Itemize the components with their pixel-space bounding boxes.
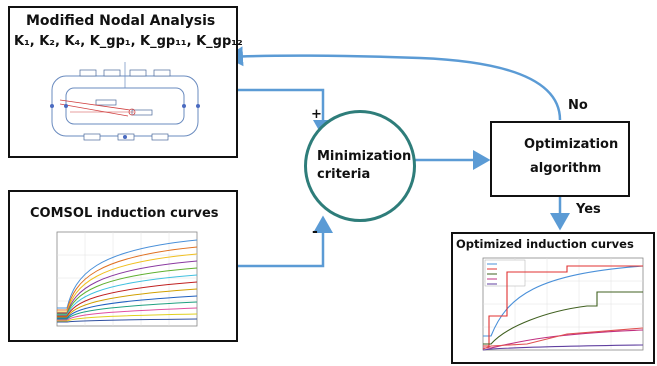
- minus-label: -: [312, 224, 318, 240]
- optimized-curves-plot: [482, 257, 644, 351]
- optimized-box: Optimized induction curves: [451, 232, 655, 364]
- optimization-box: Optimization algorithm: [490, 121, 630, 197]
- comsol-title: COMSOL induction curves: [30, 206, 219, 221]
- arrow-mna-to-min: [237, 88, 333, 138]
- arrow-opt-no-feedback: [225, 46, 562, 121]
- yes-label: Yes: [576, 202, 601, 217]
- comsol-box: COMSOL induction curves: [8, 190, 238, 342]
- no-label: No: [568, 98, 588, 113]
- arrow-comsol-to-min: [237, 215, 333, 268]
- optimized-title: Optimized induction curves: [456, 237, 634, 251]
- mna-box: Modified Nodal Analysis K₁, K₂, K₄, K_gp…: [8, 6, 243, 158]
- minimization-circle: Minimization criteria: [304, 110, 416, 222]
- circuit-thumbnail: [50, 62, 200, 141]
- optimization-line2: algorithm: [530, 161, 602, 176]
- minimization-line1: Minimization: [317, 149, 412, 164]
- mna-params: K₁, K₂, K₄, K_gp₁, K_gp₁₁, K_gp₁₂: [14, 34, 243, 49]
- comsol-curves-plot: [56, 231, 198, 327]
- optimization-line1: Optimization: [524, 137, 619, 152]
- plus-label: +: [311, 107, 322, 122]
- minimization-line2: criteria: [317, 167, 371, 182]
- mna-title: Modified Nodal Analysis: [26, 13, 216, 29]
